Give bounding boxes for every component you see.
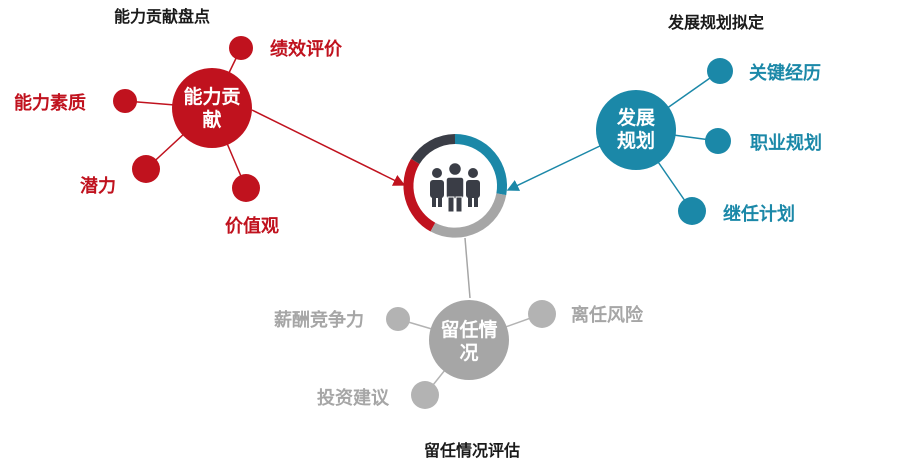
ability-node-3 — [132, 155, 160, 183]
development-node-1 — [707, 58, 733, 84]
ability-item-1: 绩效评价 — [270, 38, 343, 60]
retention-hub-label-line2: 况 — [459, 342, 478, 364]
ability-item-2: 能力素质 — [14, 92, 86, 114]
connector-development-to-center — [506, 144, 603, 191]
development-node-2 — [705, 128, 731, 154]
retention-hub-label-line1: 留任情 — [440, 318, 497, 341]
ability-node-2 — [113, 89, 137, 113]
retention-section-title: 留任情况评估 — [424, 441, 520, 460]
ability-hub — [172, 68, 252, 148]
ability-node-1 — [229, 36, 253, 60]
center-ring-gray-arc — [430, 193, 507, 238]
ability-hub-label-line2: 献 — [202, 109, 221, 131]
retention-node-1 — [386, 307, 410, 331]
ability-item-4: 价值观 — [225, 215, 279, 237]
development-item-1: 关键经历 — [749, 62, 821, 84]
center-ring-teal-arc — [454, 134, 507, 196]
ability-node-4 — [232, 174, 260, 202]
center-ring-dark-arc — [411, 134, 456, 165]
ability-section-title: 能力贡献盘点 — [114, 7, 210, 26]
ability-hub-label-line1: 能力贡 — [183, 85, 240, 108]
connector-ability-to-center — [251, 109, 406, 186]
development-hub — [596, 90, 676, 170]
development-hub-label-line2: 规划 — [617, 129, 655, 152]
connector-retention-to-center — [464, 237, 471, 299]
retention-node-2 — [528, 300, 556, 328]
development-node-3 — [678, 197, 706, 225]
retention-item-2: 离任风险 — [571, 304, 644, 326]
retention-node-3 — [411, 381, 439, 409]
retention-item-1: 薪酬竞争力 — [274, 309, 364, 331]
retention-hub — [429, 300, 509, 380]
retention-item-3: 投资建议 — [317, 387, 390, 409]
development-item-2: 职业规划 — [750, 132, 822, 154]
development-item-3: 继任计划 — [723, 203, 795, 225]
people-group-icon — [430, 161, 480, 213]
development-section-title: 发展规划拟定 — [667, 13, 764, 32]
center-ring-red-arc — [403, 158, 436, 232]
development-hub-label-line1: 发展 — [616, 106, 655, 129]
ability-item-3: 潜力 — [80, 175, 116, 197]
